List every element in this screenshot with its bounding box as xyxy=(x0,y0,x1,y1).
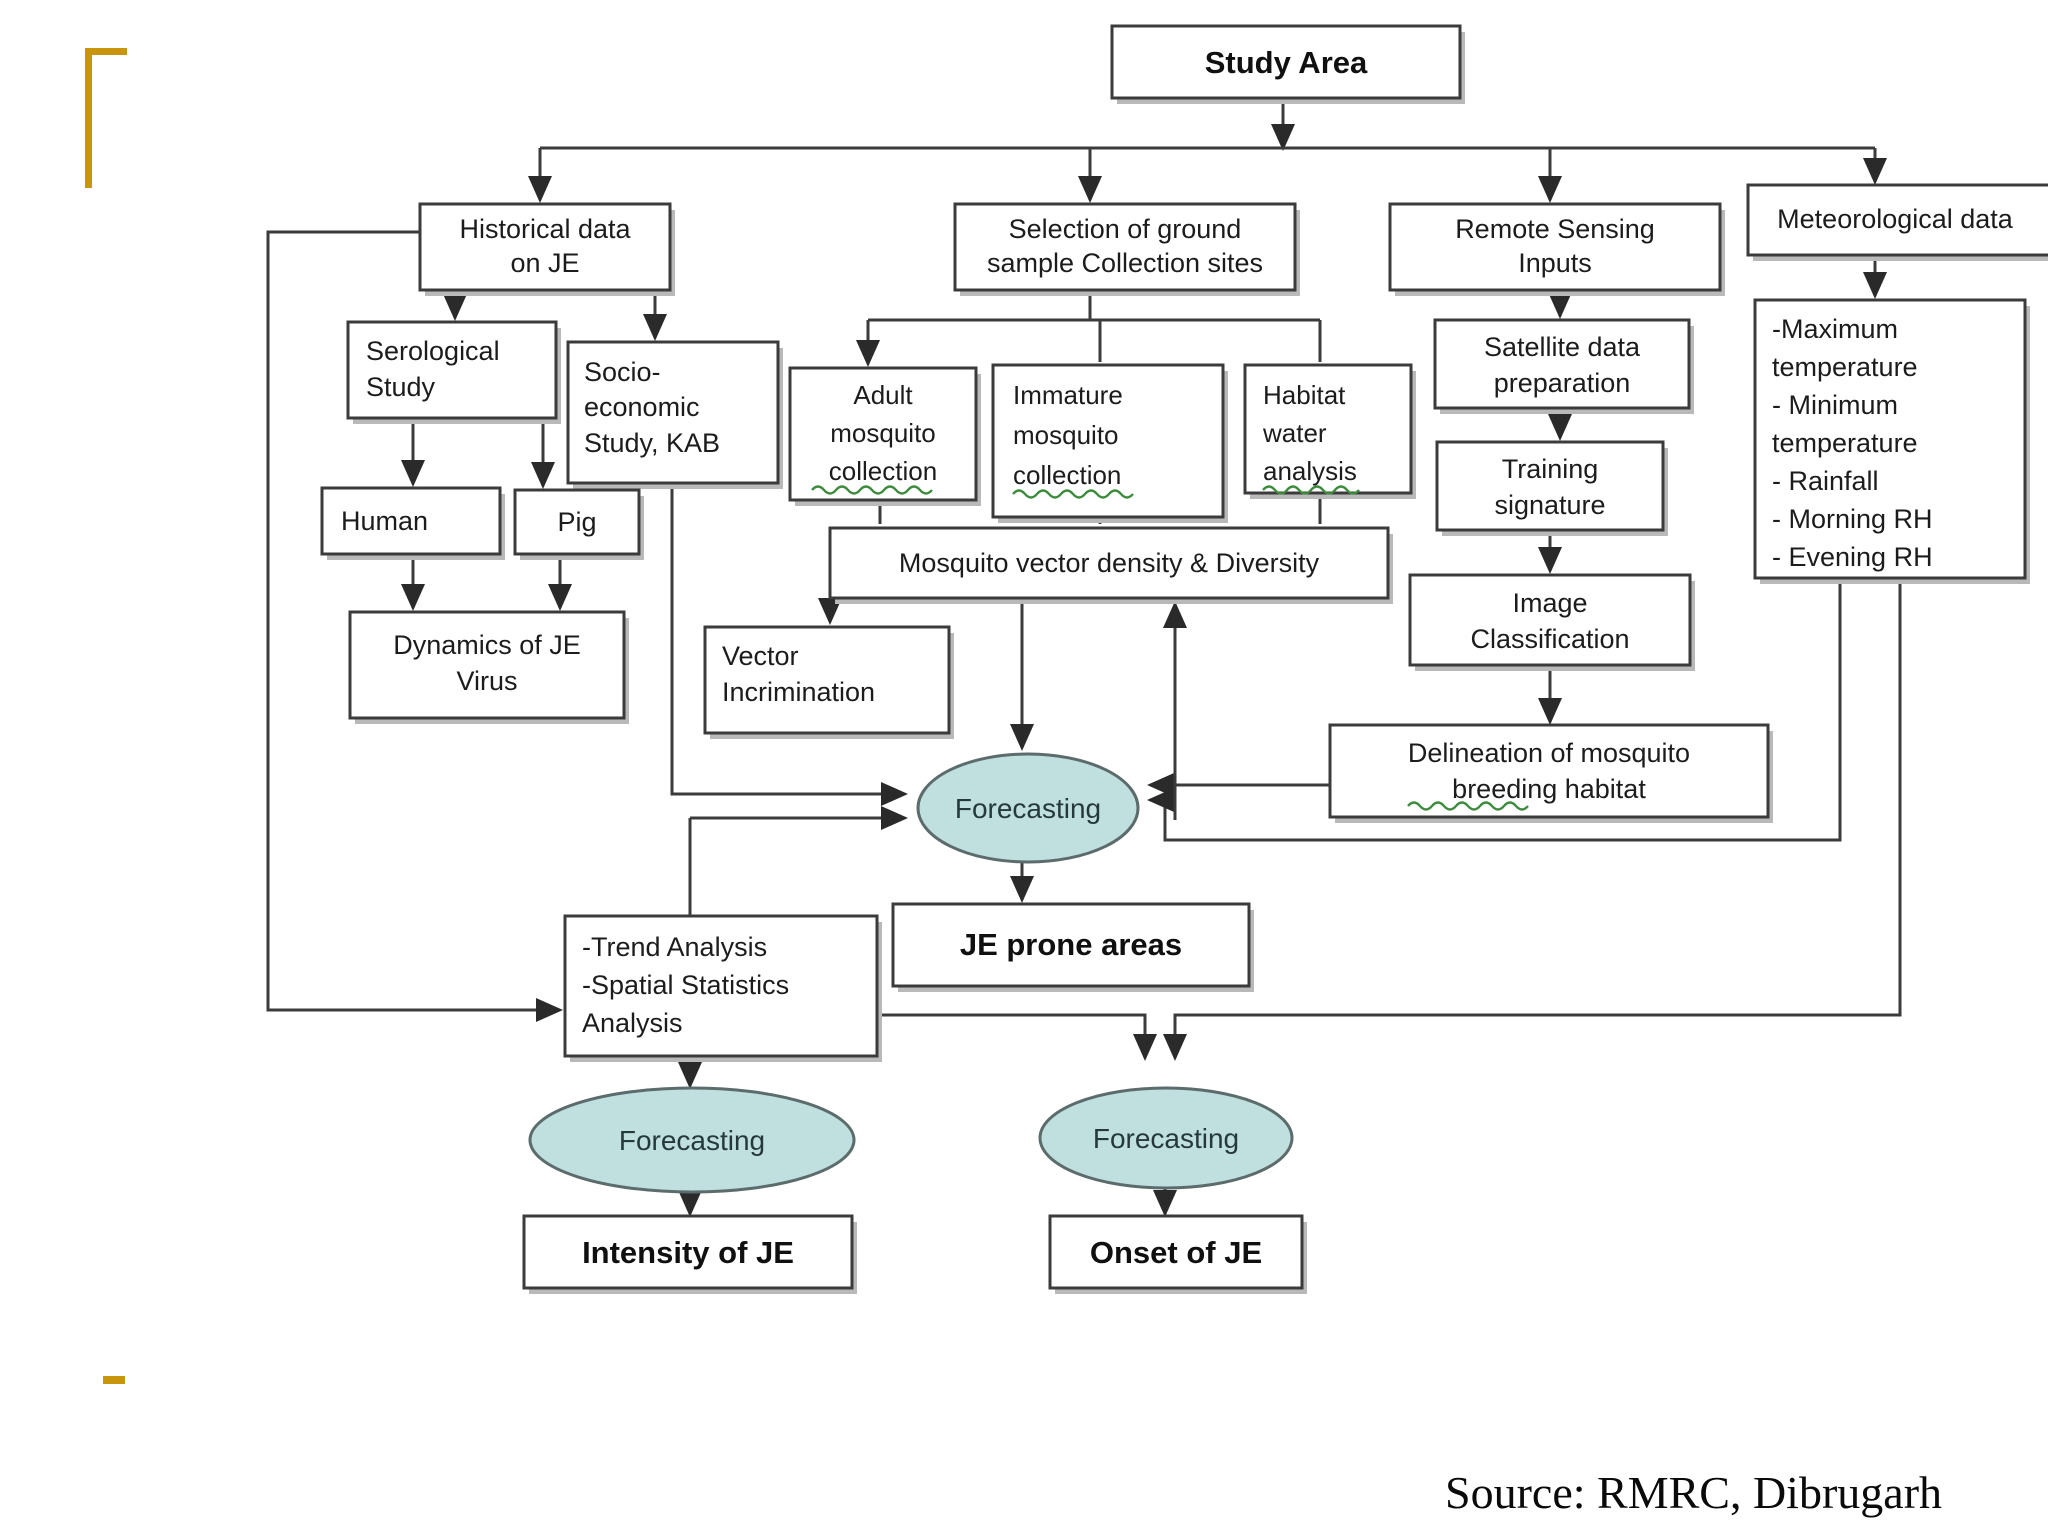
node-je-prone-areas[interactable]: JE prone areas xyxy=(891,902,1254,992)
trend-line1: -Trend Analysis xyxy=(582,932,767,962)
delineation-line1: Delineation of mosquito xyxy=(1408,738,1690,768)
remote-line2: Inputs xyxy=(1518,248,1592,278)
met-item-0: -Maximum xyxy=(1772,314,1898,344)
node-pig[interactable]: Pig xyxy=(513,488,644,560)
node-vector-density[interactable]: Mosquito vector density & Diversity xyxy=(828,526,1393,604)
node-image-classification[interactable]: Image Classification xyxy=(1408,573,1695,671)
node-training-signature[interactable]: Training signature xyxy=(1435,440,1668,536)
immature-line1: Immature xyxy=(1013,380,1123,410)
node-forecasting-left[interactable]: Forecasting xyxy=(528,1086,856,1194)
dynamics-line2: Virus xyxy=(456,666,517,696)
spellcheck-underline-habitat xyxy=(1262,485,1360,495)
node-trend-analysis[interactable]: -Trend Analysis -Spatial Statistics Anal… xyxy=(563,914,882,1062)
gold-corner-bracket xyxy=(85,48,127,188)
habitat-line2: water xyxy=(1262,418,1327,448)
node-study-area[interactable]: Study Area xyxy=(1110,24,1465,104)
vector-density-label: Mosquito vector density & Diversity xyxy=(899,548,1320,578)
image-line2: Classification xyxy=(1470,624,1629,654)
socio-line2: economic xyxy=(584,392,700,422)
node-forecasting-right[interactable]: Forecasting xyxy=(1038,1086,1294,1190)
node-serological-study[interactable]: Serological Study xyxy=(346,320,561,424)
historical-line1: Historical data xyxy=(459,214,631,244)
habitat-line3: analysis xyxy=(1263,456,1357,486)
human-label: Human xyxy=(341,506,428,536)
immature-line3: collection xyxy=(1013,460,1121,490)
historical-line2: on JE xyxy=(510,248,579,278)
edge-socio-to-forecasting xyxy=(670,483,908,806)
dynamics-line1: Dynamics of JE xyxy=(393,630,581,660)
satellite-line1: Satellite data xyxy=(1484,332,1641,362)
met-item-3: temperature xyxy=(1772,428,1918,458)
node-meteorological-data[interactable]: Meteorological data xyxy=(1746,183,2048,261)
intensity-label: Intensity of JE xyxy=(582,1235,794,1270)
adult-line3: collection xyxy=(829,456,937,486)
forecasting-left-label: Forecasting xyxy=(619,1125,765,1156)
socio-line1: Socio- xyxy=(584,357,661,387)
pig-label: Pig xyxy=(557,507,596,537)
trend-line2: -Spatial Statistics xyxy=(582,970,789,1000)
met-item-6: - Evening RH xyxy=(1772,542,1933,572)
adult-line1: Adult xyxy=(853,380,913,410)
met-item-1: temperature xyxy=(1772,352,1918,382)
study-area-label: Study Area xyxy=(1205,45,1368,80)
node-adult-mosquito-collection[interactable]: Adult mosquito collection xyxy=(788,366,981,506)
socio-line3: Study, KAB xyxy=(584,428,720,458)
met-item-2: - Minimum xyxy=(1772,390,1898,420)
serological-line1: Serological xyxy=(366,336,500,366)
serological-line2: Study xyxy=(366,372,436,402)
node-selection-sites[interactable]: Selection of ground sample Collection si… xyxy=(953,202,1300,296)
incrimination-line2: Incrimination xyxy=(722,677,875,707)
gold-dash-marker xyxy=(103,1376,125,1384)
edge-trend-to-forecast-right xyxy=(878,1013,1157,1061)
incrimination-line1: Vector xyxy=(722,641,799,671)
trend-line3: Analysis xyxy=(582,1008,683,1038)
node-intensity-of-je[interactable]: Intensity of JE xyxy=(522,1214,857,1294)
forecasting-right-label: Forecasting xyxy=(1093,1123,1239,1154)
node-socio-economic[interactable]: Socio- economic Study, KAB xyxy=(566,340,783,489)
selection-line2: sample Collection sites xyxy=(987,248,1263,278)
node-human[interactable]: Human xyxy=(320,486,505,560)
node-immature-mosquito-collection[interactable]: Immature mosquito collection xyxy=(991,363,1228,523)
onset-label: Onset of JE xyxy=(1090,1235,1262,1270)
edge-met-to-forecast-right xyxy=(1163,580,1902,1061)
je-prone-label: JE prone areas xyxy=(960,927,1182,962)
delineation-line2: breeding habitat xyxy=(1452,774,1646,804)
node-delineation[interactable]: Delineation of mosquito breeding habitat xyxy=(1328,723,1773,823)
node-onset-of-je[interactable]: Onset of JE xyxy=(1048,1214,1307,1294)
node-habitat-water-analysis[interactable]: Habitat water analysis xyxy=(1243,363,1416,499)
training-line2: signature xyxy=(1494,490,1605,520)
selection-line1: Selection of ground xyxy=(1009,214,1242,244)
source-caption: Source: RMRC, Dibrugarh xyxy=(1445,1467,1943,1518)
node-dynamics-of-je-virus[interactable]: Dynamics of JE Virus xyxy=(348,610,629,724)
edge-met-to-forecasting-route xyxy=(1163,580,1842,842)
spellcheck-underline-immature xyxy=(1012,489,1134,499)
spellcheck-underline-adult xyxy=(811,485,933,495)
image-line1: Image xyxy=(1512,588,1587,618)
satellite-line2: preparation xyxy=(1494,368,1631,398)
met-item-4: - Rainfall xyxy=(1772,466,1879,496)
node-historical-data[interactable]: Historical data on JE xyxy=(418,202,675,296)
met-item-5: - Morning RH xyxy=(1772,504,1933,534)
node-remote-sensing[interactable]: Remote Sensing Inputs xyxy=(1388,202,1725,296)
connector-layer xyxy=(266,100,1902,1217)
habitat-line1: Habitat xyxy=(1263,380,1346,410)
spellcheck-underline-delineation xyxy=(1407,801,1529,811)
node-satellite-data-preparation[interactable]: Satellite data preparation xyxy=(1433,318,1694,414)
adult-line2: mosquito xyxy=(830,418,936,448)
edge-historical-to-trend xyxy=(266,230,563,1022)
training-line1: Training xyxy=(1502,454,1599,484)
node-forecasting-center[interactable]: Forecasting xyxy=(916,752,1140,864)
remote-line1: Remote Sensing xyxy=(1455,214,1655,244)
forecasting-center-label: Forecasting xyxy=(955,793,1101,824)
node-vector-incrimination[interactable]: Vector Incrimination xyxy=(703,625,954,739)
meteorological-label: Meteorological data xyxy=(1777,204,2014,234)
node-meteorological-params[interactable]: -Maximum temperature - Minimum temperatu… xyxy=(1753,298,2030,584)
immature-line2: mosquito xyxy=(1013,420,1119,450)
